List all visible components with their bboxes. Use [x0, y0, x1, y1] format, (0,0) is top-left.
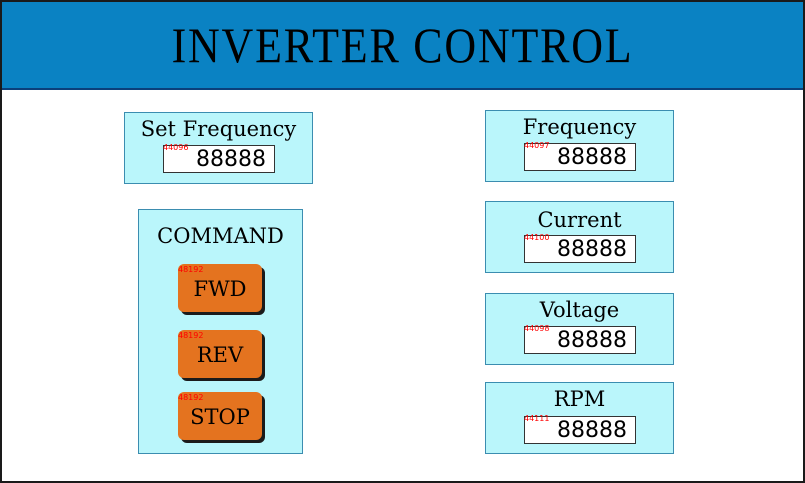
fwd-button-label: FWD: [193, 277, 247, 301]
rpm-value: 88888: [557, 418, 627, 443]
page-title: INVERTER CONTROL: [171, 17, 634, 73]
frequency-display: 44097 88888: [524, 141, 636, 171]
header-bar: INVERTER CONTROL: [2, 2, 803, 90]
rev-button-address: 48192: [178, 331, 204, 340]
voltage-value: 88888: [557, 328, 627, 353]
set-frequency-address: 44096: [163, 143, 189, 152]
rev-button[interactable]: 48192 REV: [178, 330, 262, 378]
voltage-label: Voltage: [539, 298, 620, 322]
frequency-panel: Frequency 44097 88888: [485, 110, 674, 182]
current-panel: Current 44100 88888: [485, 201, 674, 273]
set-frequency-input[interactable]: 44096 88888: [163, 143, 275, 173]
rpm-address: 44111: [524, 414, 550, 423]
command-label: COMMAND: [157, 224, 284, 248]
current-label: Current: [537, 208, 622, 232]
current-value: 88888: [557, 237, 627, 262]
voltage-panel: Voltage 44098 88888: [485, 293, 674, 365]
rev-button-label: REV: [196, 343, 244, 367]
frequency-address: 44097: [524, 141, 550, 150]
set-frequency-value: 88888: [196, 147, 266, 172]
set-frequency-label: Set Frequency: [140, 117, 297, 141]
voltage-display: 44098 88888: [524, 324, 636, 354]
stop-button[interactable]: 48192 STOP: [178, 392, 262, 440]
fwd-button-address: 48192: [178, 265, 204, 274]
stop-button-address: 48192: [178, 393, 204, 402]
frequency-label: Frequency: [522, 115, 637, 139]
current-display: 44100 88888: [524, 233, 636, 263]
stop-button-label: STOP: [190, 405, 250, 429]
rpm-display: 44111 88888: [524, 414, 636, 444]
current-address: 44100: [524, 233, 550, 242]
command-panel: COMMAND 48192 FWD 48192 REV 48192 STOP: [138, 209, 303, 454]
rpm-panel: RPM 44111 88888: [485, 382, 674, 454]
fwd-button[interactable]: 48192 FWD: [178, 264, 262, 312]
set-frequency-panel: Set Frequency 44096 88888: [124, 112, 313, 184]
frequency-value: 88888: [557, 145, 627, 170]
rpm-label: RPM: [553, 387, 606, 411]
voltage-address: 44098: [524, 324, 550, 333]
